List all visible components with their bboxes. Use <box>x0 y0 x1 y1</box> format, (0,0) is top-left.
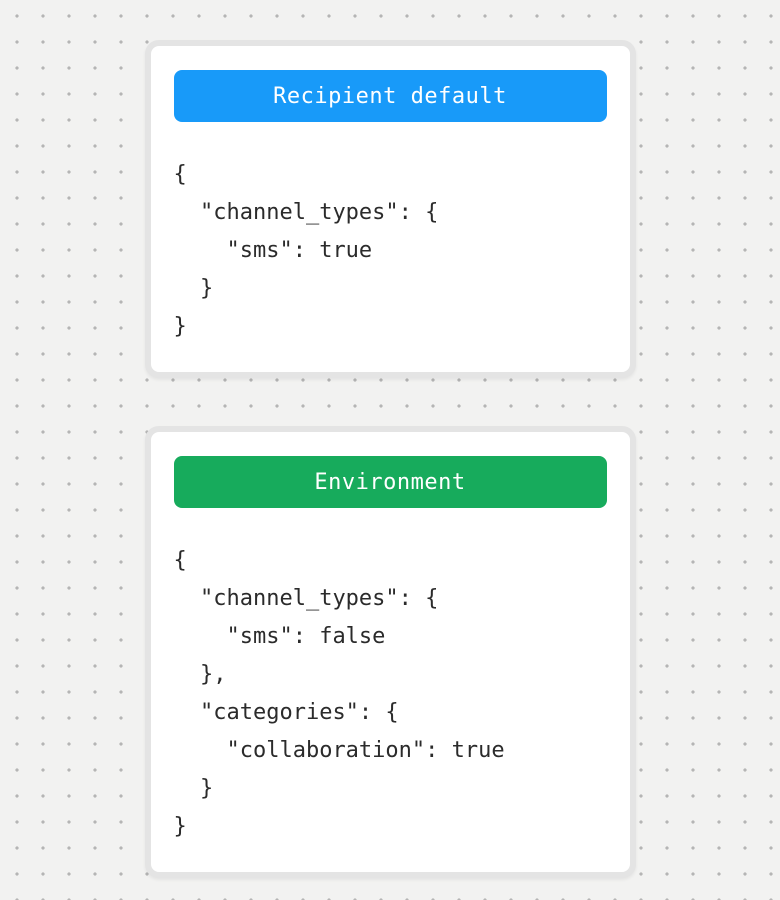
code-line: } <box>173 814 187 839</box>
code-line: "sms": true <box>173 238 373 263</box>
code-line: "collaboration": true <box>173 738 505 763</box>
preference-card-recipient-default: Recipient default { "channel_types": { "… <box>144 40 636 378</box>
environment-json-code-block: { "channel_types": { "sms": false }, "ca… <box>174 542 607 846</box>
environment-badge: Environment <box>173 456 607 508</box>
recipient-default-badge-label: Recipient default <box>273 83 507 109</box>
code-line: } <box>173 776 214 801</box>
recipient-default-json-code-block: { "channel_types": { "sms": true } } <box>174 156 607 346</box>
preference-card-environment: Environment { "channel_types": { "sms": … <box>144 426 636 878</box>
code-line: { <box>173 162 187 187</box>
code-line: "categories": { <box>173 700 399 725</box>
environment-badge-label: Environment <box>314 469 466 495</box>
code-line: } <box>173 314 187 339</box>
code-line: }, <box>173 662 227 687</box>
recipient-default-badge: Recipient default <box>173 70 607 122</box>
code-line: } <box>173 276 214 301</box>
code-line: { <box>173 548 187 573</box>
code-line: "channel_types": { <box>173 200 439 225</box>
code-line: "sms": false <box>173 624 386 649</box>
code-line: "channel_types": { <box>173 586 439 611</box>
